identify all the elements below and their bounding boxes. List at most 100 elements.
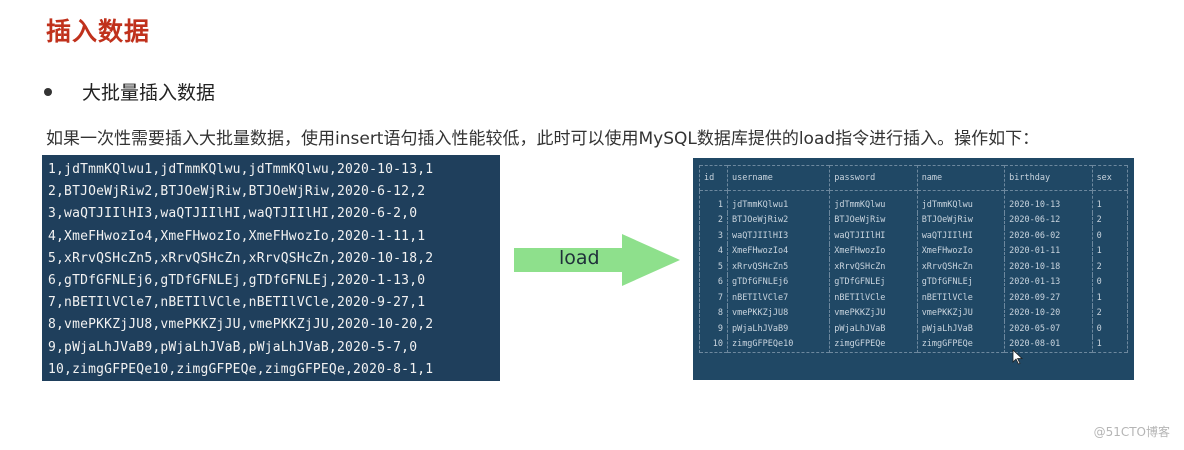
table-cell: BTJOeWjRiw: [829, 212, 918, 228]
data-line: 4,XmeFHwozIo4,XmeFHwozIo,XmeFHwozIo,2020…: [48, 228, 426, 244]
right-arrow-icon: [514, 234, 680, 286]
table-cell: gTDfGFNLEj: [916, 274, 1005, 290]
data-line: 6,gTDfGFNLEj6,gTDfGFNLEj,gTDfGFNLEj,2020…: [48, 272, 426, 288]
table-cell: zimgGFPEQe: [829, 336, 918, 353]
table-cell: xRrvQSHcZn5: [726, 259, 830, 275]
table-cell: XmeFHwozIo: [829, 243, 918, 259]
table-cell: pWjaLhJVaB: [916, 321, 1005, 337]
table-cell: 0: [1091, 274, 1129, 290]
data-file-panel: 1,jdTmmKQlwu1,jdTmmKQlwu,jdTmmKQlwu,2020…: [42, 155, 500, 381]
table-cell: 5: [699, 259, 728, 275]
table-cell: zimgGFPEQe10: [726, 336, 830, 353]
table-cell: xRrvQSHcZn: [916, 259, 1005, 275]
bullet-point: 大批量插入数据: [44, 78, 215, 105]
table-cell: 1: [1091, 243, 1129, 259]
table-cell: 0: [1091, 228, 1129, 244]
bullet-dot-icon: [44, 87, 52, 96]
table-cell: 2: [1091, 259, 1129, 275]
table-cell: XmeFHwozIo: [916, 243, 1005, 259]
table-cell: gTDfGFNLEj6: [726, 274, 830, 290]
table-cell: vmePKKZjJU8: [726, 305, 830, 321]
table-cell: 1: [699, 190, 728, 213]
table-cell: BTJOeWjRiw: [916, 212, 1005, 228]
table-cell: nBETIlVCle7: [726, 290, 830, 306]
table-cell: nBETIlVCle: [916, 290, 1005, 306]
table-cell: gTDfGFNLEj: [829, 274, 918, 290]
table-cell: 2: [699, 212, 728, 228]
table-cell: vmePKKZjJU: [829, 305, 918, 321]
watermark: @51CTO博客: [1093, 425, 1170, 439]
table-cell: 10: [699, 336, 728, 353]
table-cell: 2: [1091, 305, 1129, 321]
table-cell: jdTmmKQlwu: [829, 190, 918, 213]
table-cell: waQTJIIlHI: [916, 228, 1005, 244]
column-header: password: [829, 165, 918, 191]
data-line: 5,xRrvQSHcZn5,xRrvQSHcZn,xRrvQSHcZn,2020…: [48, 250, 434, 266]
table-cell: waQTJIIlHI: [829, 228, 918, 244]
data-line: 3,waQTJIIlHI3,waQTJIIlHI,waQTJIIlHI,2020…: [48, 206, 418, 222]
description-text: 如果一次性需要插入大批量数据，使用insert语句插入性能较低，此时可以使用My…: [46, 129, 1040, 149]
table-cell: 2: [1091, 212, 1129, 228]
table-cell: 0: [1091, 321, 1129, 337]
table-cell: 1: [1091, 190, 1129, 213]
table-cell: xRrvQSHcZn: [829, 259, 918, 275]
column-header: sex: [1091, 165, 1129, 191]
mouse-pointer-icon: [1012, 349, 1024, 365]
table-cell: pWjaLhJVaB9: [726, 321, 830, 337]
table-cell: 2020-10-18: [1004, 259, 1093, 275]
table-cell: waQTJIIlHI3: [726, 228, 830, 244]
table-cell: 4: [699, 243, 728, 259]
data-line: 7,nBETIlVCle7,nBETIlVCle,nBETIlVCle,2020…: [48, 295, 426, 311]
table-cell: jdTmmKQlwu: [916, 190, 1005, 213]
column-header: name: [916, 165, 1005, 191]
column-header: id: [699, 165, 728, 191]
table-cell: 2020-10-13: [1004, 190, 1093, 213]
table-cell: 1: [1091, 290, 1129, 306]
table-cell: 2020-06-12: [1004, 212, 1093, 228]
page-title: 插入数据: [46, 17, 151, 46]
data-line: 9,pWjaLhJVaB9,pWjaLhJVaB,pWjaLhJVaB,2020…: [48, 339, 418, 355]
bullet-text: 大批量插入数据: [82, 82, 216, 104]
table-cell: pWjaLhJVaB: [829, 321, 918, 337]
data-line: 2,BTJOeWjRiw2,BTJOeWjRiw,BTJOeWjRiw,2020…: [48, 184, 426, 200]
data-line: 8,vmePKKZjJU8,vmePKKZjJU,vmePKKZjJU,2020…: [48, 317, 434, 333]
load-arrow-label: load: [559, 247, 600, 269]
data-line: 10,zimgGFPEQe10,zimgGFPEQe,zimgGFPEQe,20…: [48, 361, 434, 377]
table-cell: 6: [699, 274, 728, 290]
table-cell: 2020-09-27: [1004, 290, 1093, 306]
table-cell: XmeFHwozIo4: [726, 243, 830, 259]
table-cell: BTJOeWjRiw2: [726, 212, 830, 228]
data-line: 1,jdTmmKQlwu1,jdTmmKQlwu,jdTmmKQlwu,2020…: [48, 162, 434, 177]
table-cell: jdTmmKQlwu1: [726, 190, 830, 213]
table-cell: nBETIlVCle: [829, 290, 918, 306]
table-cell: vmePKKZjJU: [916, 305, 1005, 321]
table-cell: 2020-08-01: [1004, 336, 1093, 353]
table-cell: 3: [699, 228, 728, 244]
table-cell: 2020-10-20: [1004, 305, 1093, 321]
column-header: username: [726, 165, 830, 191]
table-cell: 2020-05-07: [1004, 321, 1093, 337]
table-cell: 1: [1091, 336, 1129, 353]
table-cell: 2020-01-13: [1004, 274, 1093, 290]
table-cell: 8: [699, 305, 728, 321]
table-cell: 9: [699, 321, 728, 337]
table-cell: 7: [699, 290, 728, 306]
table-cell: 2020-06-02: [1004, 228, 1093, 244]
table-cell: zimgGFPEQe: [916, 336, 1005, 353]
table-cell: 2020-01-11: [1004, 243, 1093, 259]
column-header: birthday: [1004, 165, 1093, 191]
